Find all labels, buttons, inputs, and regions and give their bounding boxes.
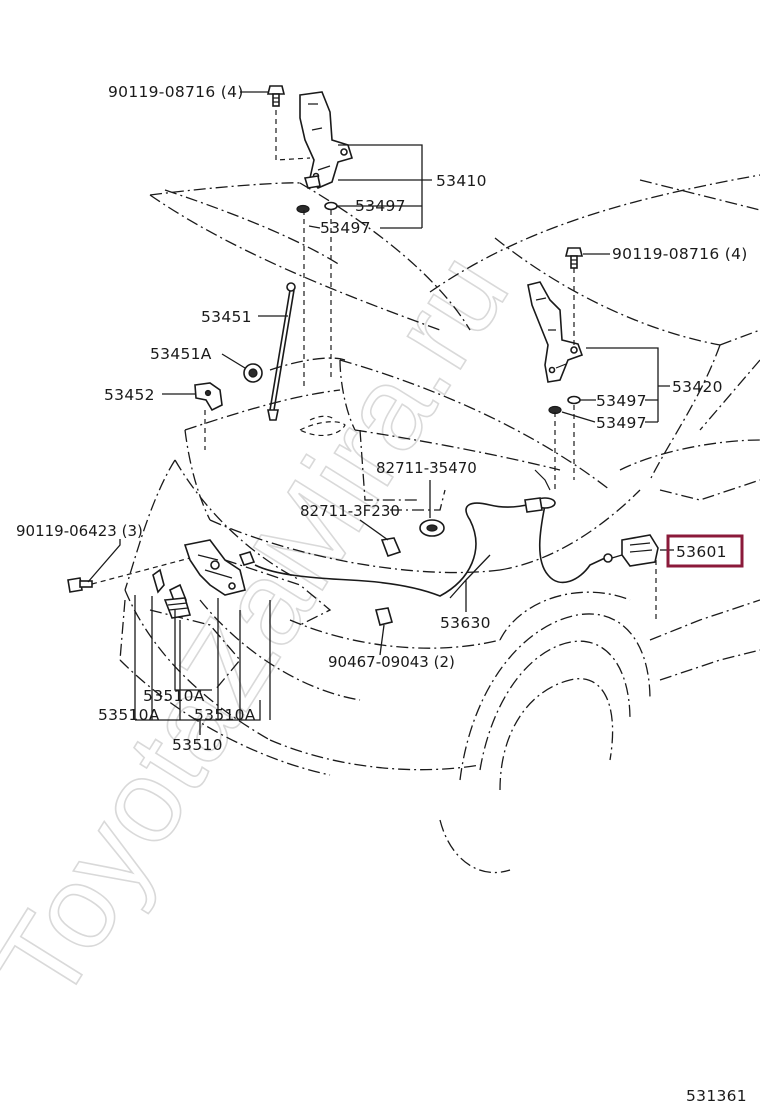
label-clamp-b: 82711-3F230 [300, 502, 400, 520]
hood-support-rod [267, 282, 296, 421]
label-clamp-a: 82711-35470 [376, 459, 477, 477]
label-bolt-lock: 90119-06423 (3) [16, 522, 143, 540]
bolt-left-icon [266, 85, 286, 107]
leader-lines [87, 91, 674, 735]
label-washer-r1: 53497 [596, 392, 647, 410]
cable-clamp-icons [375, 519, 445, 626]
bolt-right-icon [564, 247, 584, 269]
car-body-outline [119, 174, 760, 874]
rod-holder-icon [194, 382, 223, 412]
label-hinge-left: 53410 [436, 172, 487, 190]
release-lever-icon [603, 534, 659, 567]
label-bolt-hinge-left: 90119-08716 (4) [108, 83, 244, 101]
label-cable: 53630 [440, 614, 491, 632]
release-cable [254, 469, 606, 597]
label-cushion-2: 53510A [98, 706, 160, 724]
diagram-id: 531361 [686, 1087, 747, 1105]
label-support-rod: 53451 [201, 308, 252, 326]
label-cushion-3: 53510A [194, 706, 256, 724]
label-lock-assy: 53510 [172, 736, 223, 754]
label-washer-r2: 53497 [596, 414, 647, 432]
label-rod-holder: 53452 [104, 386, 155, 404]
hood-lock-assembly [183, 539, 256, 596]
cushion-icons [152, 568, 192, 619]
label-cushion-1: 53510A [143, 687, 205, 705]
hood-hinge-left [296, 91, 354, 214]
label-hinge-right: 53420 [672, 378, 723, 396]
label-washer-l1: 53497 [355, 197, 406, 215]
label-release-lever: 53601 [676, 543, 727, 561]
label-clip: 90467-09043 (2) [328, 653, 455, 671]
grommet-icon [243, 363, 263, 383]
highlight-box [666, 534, 744, 568]
label-washer-l2: 53497 [320, 219, 371, 237]
label-bolt-hinge-right: 90119-08716 (4) [612, 245, 748, 263]
part-labels: 90119-08716 (4) 53410 53497 53497 90119-… [16, 83, 748, 1105]
bolt-lock-icon [67, 577, 93, 593]
label-rod-grommet: 53451A [150, 345, 212, 363]
hood-hinge-right [527, 281, 584, 415]
